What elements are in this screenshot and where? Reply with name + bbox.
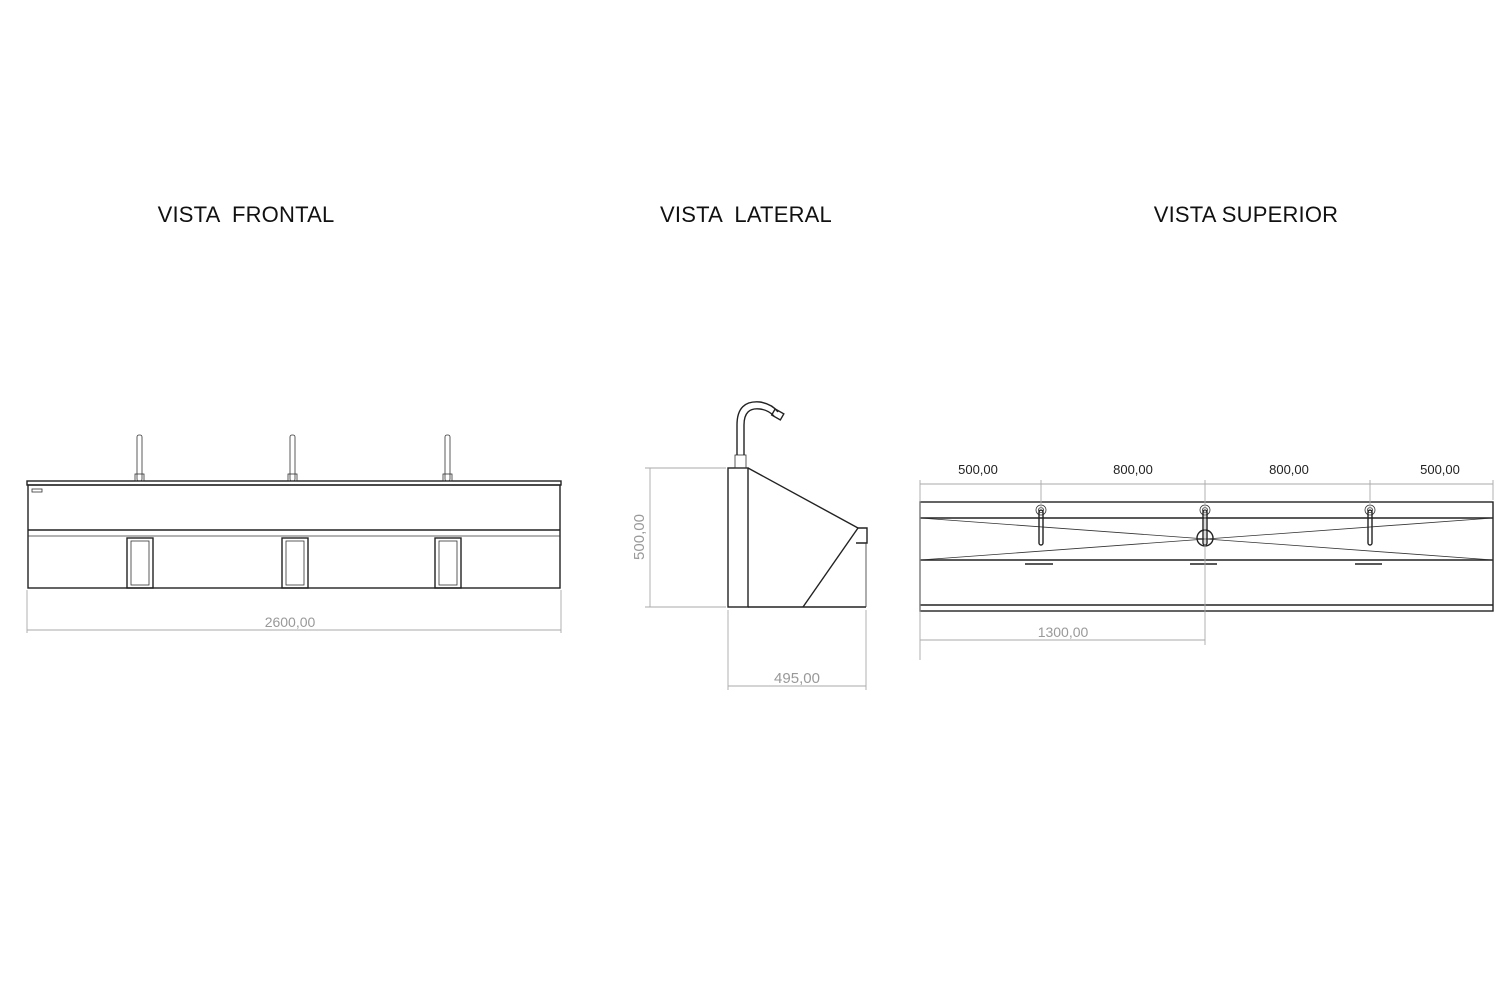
logo-mark: [31, 488, 43, 493]
front-width-dimension: 2600,00: [265, 614, 316, 630]
top-half-dimension: 1300,00: [1038, 624, 1089, 640]
faucet-side: [734, 401, 785, 469]
top-dim-center-left: 800,00: [1113, 462, 1153, 477]
top-view-title: VISTA SUPERIOR: [1153, 202, 1339, 227]
side-height-dimension: 500,00: [631, 514, 648, 560]
cabinet-doors: [126, 537, 462, 589]
top-view-drawing: 500,00 800,00 800,00 500,00 1300,00: [919, 462, 1494, 660]
side-view-drawing: 500,00 495,00: [631, 401, 868, 690]
front-view-title: VISTA FRONTAL: [157, 202, 335, 227]
top-dim-center-right: 800,00: [1269, 462, 1309, 477]
faucet: [134, 434, 453, 482]
side-view-title: VISTA LATERAL: [660, 202, 832, 227]
top-dim-left: 500,00: [958, 462, 998, 477]
front-view-drawing: 2600,00: [26, 434, 562, 633]
side-depth-dimension: 495,00: [774, 670, 820, 687]
top-dim-right: 500,00: [1420, 462, 1460, 477]
